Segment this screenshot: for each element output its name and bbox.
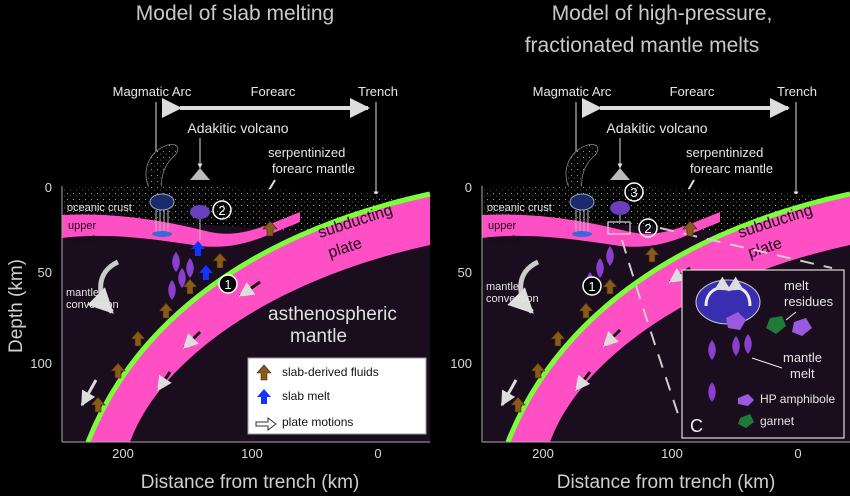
right-label-trench: Trench bbox=[777, 84, 817, 99]
right-title-line-1: Model of high-pressure, bbox=[552, 2, 773, 25]
left-upper-mantle-label-1: upper bbox=[68, 220, 96, 232]
right-convection-label-2: convection bbox=[486, 293, 539, 305]
inset-residue-pointer bbox=[785, 311, 797, 321]
right-label-magmatic-arc: Magmatic Arc bbox=[533, 84, 612, 99]
left-serpentinized-label-1: serpentinized bbox=[268, 145, 345, 160]
inset-residue-crystal bbox=[792, 318, 812, 336]
left-xtick-200: 200 bbox=[112, 446, 134, 461]
left-marker-1-label: 1 bbox=[224, 277, 231, 292]
right-serpentinized-label-2: forearc mantle bbox=[690, 161, 773, 176]
left-upper-mantle bbox=[62, 212, 300, 247]
left-marker-1 bbox=[218, 274, 238, 294]
right-inset: melt residues mantle melt HP amphibole g… bbox=[681, 269, 845, 439]
inset-garnet-crystal bbox=[766, 316, 786, 334]
right-ytick-0: 0 bbox=[465, 180, 472, 195]
inset-mantle-melt-2: melt bbox=[790, 366, 815, 381]
inset-corner-label: C bbox=[690, 416, 703, 436]
right-upper-mantle bbox=[482, 212, 720, 247]
right-upper-mantle-label-2: mantle bbox=[488, 234, 521, 246]
right-convection-label-1: mantle bbox=[486, 281, 519, 293]
right-marker-3-label: 3 bbox=[630, 185, 637, 200]
left-label-forearc: Forearc bbox=[251, 84, 296, 99]
right-x-axis-label: Distance from trench (km) bbox=[557, 472, 776, 493]
left-convection-label-1: mantle bbox=[66, 287, 99, 299]
left-marker-2-label: 2 bbox=[218, 203, 225, 218]
left-x-axis-label: Distance from trench (km) bbox=[141, 472, 360, 493]
legend-motion-icon bbox=[255, 417, 277, 431]
right-volcano-cone bbox=[610, 168, 630, 180]
legend-amphibole-icon bbox=[738, 394, 754, 406]
inset-melt-residues-1: melt bbox=[784, 278, 809, 293]
inset-mantle-melt-1: mantle bbox=[783, 350, 822, 365]
y-axis-label: Depth (km) bbox=[6, 259, 27, 353]
left-plate-motion-arrows bbox=[80, 280, 261, 407]
left-label-magmatic-arc: Magmatic Arc bbox=[113, 84, 192, 99]
right-serpentinized-label-1: serpentinized bbox=[686, 145, 763, 160]
left-serpentinized-label-2: forearc mantle bbox=[272, 161, 355, 176]
right-marker-1 bbox=[582, 276, 602, 296]
left-legend: slab-derived fluids slab melt plate moti… bbox=[247, 357, 427, 435]
right-upper-mantle-label-1: upper bbox=[488, 220, 516, 232]
right-xtick-200: 200 bbox=[532, 446, 554, 461]
left-upper-mantle-label-2: mantle bbox=[68, 234, 101, 246]
legend-garnet-icon bbox=[738, 414, 754, 428]
inset-melt-pointer bbox=[751, 357, 783, 369]
legend-melt-label: slab melt bbox=[282, 389, 331, 403]
left-volcano-cone bbox=[190, 168, 210, 180]
inset-garnet-label: garnet bbox=[760, 414, 795, 428]
left-label-trench: Trench bbox=[358, 84, 398, 99]
right-marker-2 bbox=[638, 218, 658, 238]
right-marker-3 bbox=[624, 182, 644, 202]
inset-amphibole-crystal bbox=[726, 312, 746, 330]
left-mantle-convection-arrow bbox=[87, 259, 120, 314]
left-xtick-100: 100 bbox=[241, 446, 263, 461]
left-slab-edge bbox=[85, 191, 431, 443]
left-marker-2 bbox=[212, 200, 232, 220]
left-ash-plume bbox=[145, 143, 179, 191]
right-ash-plume bbox=[565, 143, 599, 191]
inset-convection-arrow-right bbox=[726, 276, 752, 307]
left-xtick-0: 0 bbox=[374, 446, 381, 461]
right-marker-1-label: 1 bbox=[588, 279, 595, 294]
left-asthenospheric-label-2: mantle bbox=[290, 326, 347, 347]
inset-hp-amphibole-label: HP amphibole bbox=[760, 392, 835, 406]
right-oceanic-crust-label: oceanic crust bbox=[487, 202, 552, 214]
right-mantle-convection-arrow bbox=[507, 259, 540, 314]
right-xtick-0: 0 bbox=[794, 446, 801, 461]
inset-melt-residues-2: residues bbox=[784, 294, 834, 309]
left-convection-label-2: convection bbox=[66, 299, 119, 311]
left-ytick-50: 50 bbox=[38, 265, 52, 280]
right-xtick-100: 100 bbox=[661, 446, 683, 461]
left-ytick-0: 0 bbox=[45, 180, 52, 195]
right-panel: Model of high-pressure, fractionated man… bbox=[450, 2, 850, 493]
right-title-line-2: fractionated mantle melts bbox=[525, 34, 760, 57]
left-subducting-plate bbox=[90, 196, 430, 442]
right-subducting-plate bbox=[510, 196, 850, 442]
left-title: Model of slab melting bbox=[136, 2, 334, 25]
right-zoom-box bbox=[607, 221, 631, 235]
left-asthenospheric-label-1: asthenospheric bbox=[268, 304, 397, 325]
left-magma-chamber-2 bbox=[190, 205, 210, 219]
legend-fluids-label: slab-derived fluids bbox=[282, 365, 379, 379]
right-volcano-label: Adakitic volcano bbox=[606, 120, 707, 136]
legend-motions-label: plate motions bbox=[282, 415, 353, 429]
right-magma-chamber-2 bbox=[610, 201, 630, 215]
right-ytick-100: 100 bbox=[450, 356, 472, 371]
left-oceanic-crust-label: oceanic crust bbox=[67, 202, 132, 214]
left-ytick-100: 100 bbox=[30, 356, 52, 371]
left-volcano-label: Adakitic volcano bbox=[187, 120, 288, 136]
right-label-forearc: Forearc bbox=[670, 84, 715, 99]
right-marker-2-label: 2 bbox=[644, 221, 651, 236]
left-panel: Model of slab melting Magmatic Arc Forea… bbox=[6, 2, 431, 493]
right-ytick-50: 50 bbox=[458, 265, 472, 280]
right-slab-edge bbox=[505, 191, 850, 443]
